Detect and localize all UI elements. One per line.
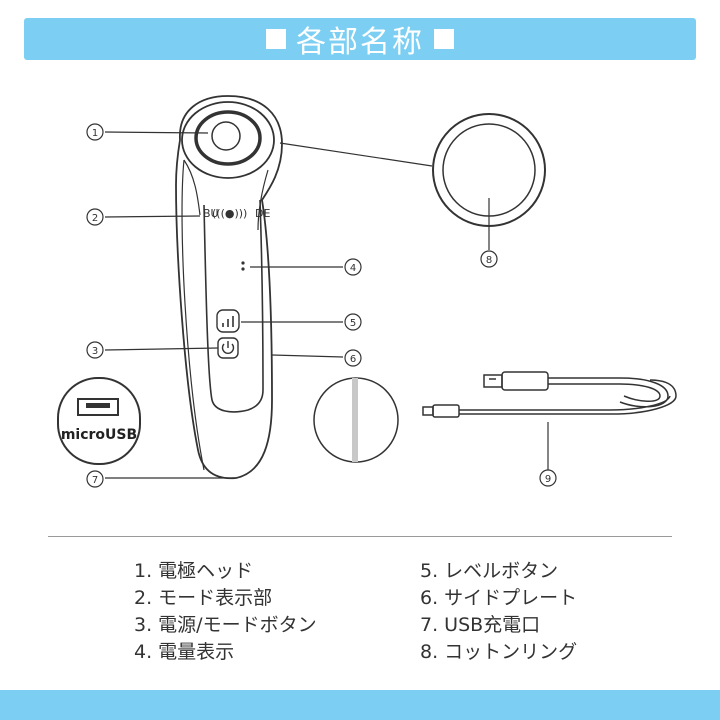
mode-waves-icon: (((●))) <box>212 207 247 220</box>
svg-text:4: 4 <box>350 263 356 274</box>
part-item-1: 1. 電極ヘッド <box>134 560 254 582</box>
microusb-zoom: microUSB <box>57 377 141 465</box>
svg-text:6: 6 <box>350 354 356 365</box>
page-title: 各部名称 <box>296 25 424 60</box>
usb-cable-illustration <box>422 371 677 418</box>
part-item-5: 5. レベルボタン <box>420 560 559 582</box>
part-item-7: 7. USB充電口 <box>420 614 541 636</box>
svg-text:9: 9 <box>545 474 551 485</box>
leader-lines <box>104 131 549 479</box>
level-bars-icon <box>222 316 234 327</box>
mode-label-left: BU <box>203 207 219 220</box>
square-mark-right <box>434 29 454 49</box>
part-item-8: 8. コットンリング <box>420 641 578 663</box>
device-illustration <box>175 95 283 480</box>
part-item-3: 3. 電源/モードボタン <box>134 614 317 636</box>
mode-label-right: DE <box>255 207 270 220</box>
mode-indicator: BU (((●))) DE <box>203 207 270 271</box>
square-mark-left <box>266 29 286 49</box>
parts-list-left: 1. 電極ヘッド 2. モード表示部 3. 電源/モードボタン 4. 電量表示 <box>134 558 317 666</box>
callouts <box>86 123 557 488</box>
part-item-6: 6. サイドプレート <box>420 587 578 609</box>
part-item-2: 2. モード表示部 <box>134 587 273 609</box>
device-diagram: BU (((●))) DE microUSB <box>57 95 677 488</box>
svg-text:3: 3 <box>92 346 98 357</box>
divider <box>48 536 672 537</box>
part-item-4: 4. 電量表示 <box>134 641 235 663</box>
svg-text:5: 5 <box>350 318 356 329</box>
svg-text:7: 7 <box>92 475 98 486</box>
power-icon <box>221 341 235 354</box>
microusb-label: microUSB <box>61 427 137 443</box>
svg-text:2: 2 <box>92 213 98 224</box>
bottom-band <box>0 690 720 720</box>
svg-text:8: 8 <box>486 255 492 266</box>
battery-dot-icon <box>241 267 245 271</box>
header-banner: 各部名称 <box>24 18 696 60</box>
battery-dot-icon <box>241 261 245 265</box>
side-plate-zoom <box>313 377 399 463</box>
svg-text:1: 1 <box>92 128 98 139</box>
parts-list-right: 5. レベルボタン 6. サイドプレート 7. USB充電口 8. コットンリン… <box>420 558 577 666</box>
